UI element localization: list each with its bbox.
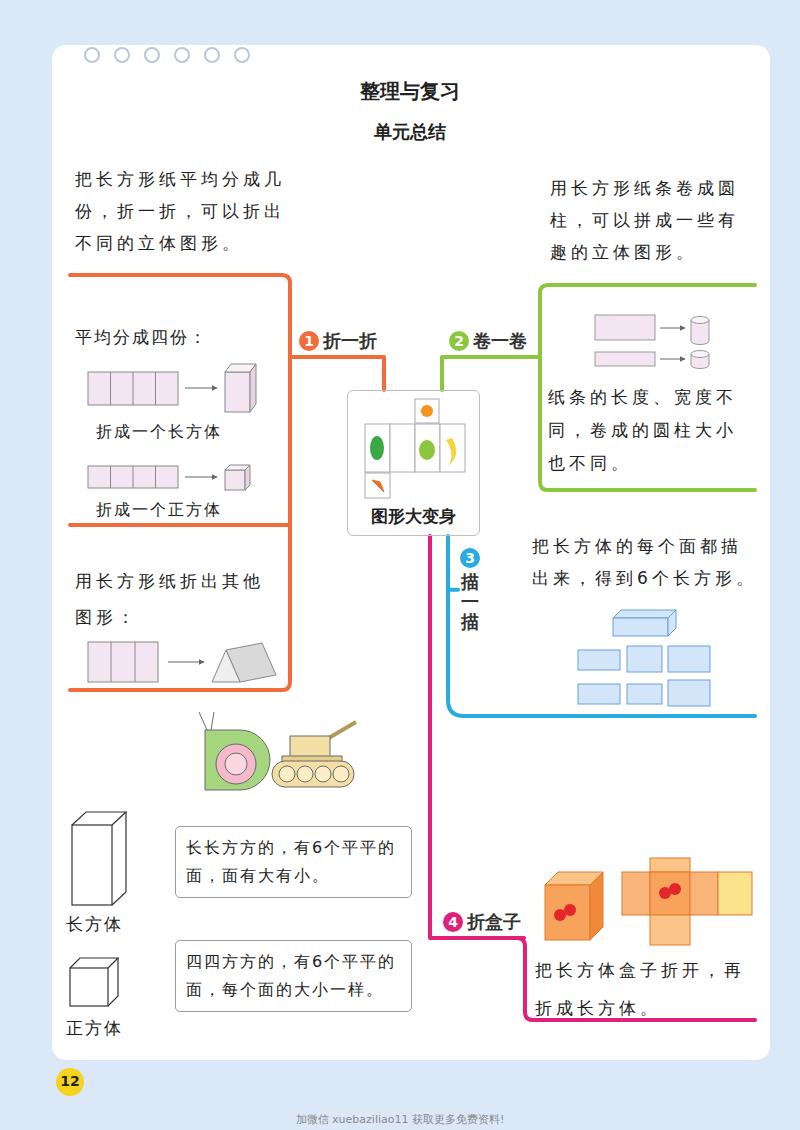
spiral-rings [85,48,249,62]
orange-branch-line [70,275,300,690]
note-text: 平均分成四份： [75,326,208,349]
callout-number: 3 [460,548,480,568]
label-text: 12 [60,1073,79,1089]
page-title: 整理与复习 [280,78,540,105]
fold-prism-figure [88,642,276,682]
label-text: 单元总结 [374,121,446,142]
solid-name: 长方体 [66,913,123,936]
branch-connector [430,536,524,938]
note-text: 把长方体盒子折开，再折成长方体。 [535,951,761,1027]
label-text: 纸条的长度、宽度不同，卷成的圆柱大小也不同。 [548,387,737,473]
callout-number: 1 [299,331,319,351]
fold-cube-figure [88,465,250,490]
caption-text: 折成一个正方体 [96,500,222,521]
label-text: 折成一个长方体 [96,422,222,441]
box-net-picture [365,399,465,498]
green-branch-line [515,285,755,490]
central-topic: 图形大变身 [347,390,480,536]
cube-outline [70,958,118,1006]
page-number-badge [56,1068,84,1096]
node-text: 长长方方的，有6个平平的面，面有大有小。 [186,838,396,885]
label-text: 用长方形纸折出其他图形： [75,571,264,627]
note-text: 纸条的长度、宽度不同，卷成的圆柱大小也不同。 [548,381,753,480]
note-text: 把长方体的每个面都描出来，得到6个长方形。 [532,530,758,594]
title-text: 整理与复习 [360,79,460,103]
trace-faces-figure [578,610,710,706]
caption-text: 折成一个长方体 [96,422,222,443]
label-text: 把长方形纸平均分成几份，折一折，可以折出不同的立体图形。 [75,169,285,253]
branch-label: 4折盒子 [440,908,524,936]
branch-connector [296,357,384,390]
solid-name: 正方体 [66,1017,123,1040]
node-text: 折盒子 [467,910,521,934]
label-text: 把长方体的每个面都描出来，得到6个长方形。 [532,536,757,588]
callout-number: 2 [449,331,469,351]
label-text: 折成一个正方体 [96,500,222,519]
branch-label: 3 描一描 [458,546,482,633]
pink-branch-line [505,938,755,1020]
subtitle: 单元总结 [280,120,540,144]
cylinder-snail-and-tank [199,712,356,790]
page-number: 12 [50,1073,90,1089]
branch-connector [442,357,530,390]
fold-cuboid-figure [88,364,256,412]
callout-number: 4 [443,912,463,932]
note-text: 把长方形纸平均分成几份，折一折，可以折出不同的立体图形。 [75,163,287,259]
node-text: 图形大变身 [371,505,456,528]
note-text: 用长方形纸折出其他图形： [75,563,275,635]
label-text: 加微信 xuebaziliao11 获取更多免费资料! [296,1113,505,1126]
description-box: 四四方方的，有6个平平的面，每个面的大小一样。 [175,940,412,1012]
label-text: 长方体 [66,914,123,934]
branch-label: 1折一折 [296,327,380,355]
node-text: 卷一卷 [473,329,527,353]
box-and-net-figure [545,858,752,945]
label-text: 把长方体盒子折开，再折成长方体。 [535,960,745,1018]
label-text: 正方体 [66,1018,123,1038]
node-text: 描一描 [461,572,479,631]
roll-cylinder-figure [595,315,709,369]
node-text: 折一折 [323,329,377,353]
watermark: 加微信 xuebaziliao11 获取更多免费资料! [200,1112,600,1127]
node-text: 四四方方的，有6个平平的面，每个面的大小一样。 [186,952,396,999]
note-text: 用长方形纸条卷成圆柱，可以拼成一些有趣的立体图形。 [550,172,755,268]
label-text: 用长方形纸条卷成圆柱，可以拼成一些有趣的立体图形。 [550,178,739,262]
branch-label: 2卷一卷 [446,327,530,355]
branch-connector [448,536,458,590]
label-text: 平均分成四份： [75,327,208,347]
cuboid-outline [72,812,126,905]
page-panel [52,45,770,1060]
description-box: 长长方方的，有6个平平的面，面有大有小。 [175,826,412,898]
